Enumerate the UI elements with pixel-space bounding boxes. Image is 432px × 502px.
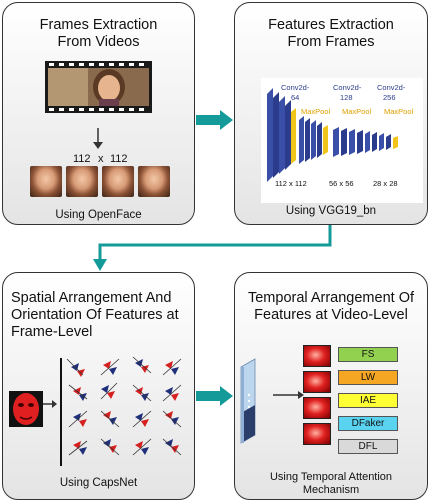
attended-frame-3 <box>303 397 331 419</box>
frames-caption: Using OpenFace <box>55 209 142 221</box>
capsule-vectors <box>66 356 182 456</box>
temporal-attention-block <box>240 358 256 444</box>
conv3-n: 256 <box>383 93 396 102</box>
spatial-arrangement-panel: Spatial Arrangement And Orientation Of F… <box>2 272 195 500</box>
temporal-title-line1: Temporal Arrangement Of <box>247 290 415 306</box>
temporal-arrangement-panel: Temporal Arrangement Of Features at Vide… <box>234 272 428 500</box>
temporal-title-line2: Features at Video-Level <box>254 307 408 323</box>
conv-stage-2 <box>299 116 328 164</box>
maxpool-label-1: MaxPool <box>301 107 331 116</box>
features-extraction-panel: Features Extraction From Frames <box>234 2 428 225</box>
vgg-architecture-diagram: Conv2d- 64 Conv2d- 128 Conv2d- 256 MaxPo… <box>261 78 423 203</box>
frame-size-height: 112 <box>110 153 128 165</box>
face-frame-3 <box>102 166 134 197</box>
dim-label-3: 28 x 28 <box>373 179 398 188</box>
arrow-spatial-to-temporal <box>196 386 233 406</box>
frame-size-width: 112 <box>73 153 91 165</box>
block-to-frames-arrow <box>273 391 304 399</box>
frames-title-line2: From Videos <box>57 34 140 50</box>
attended-frame-4 <box>303 423 331 445</box>
attended-frame-2 <box>303 371 331 393</box>
frames-extraction-panel: Frames Extraction From Videos 112 x 112 … <box>2 2 195 225</box>
dim-label-1: 112 x 112 <box>275 179 307 188</box>
arrow-frames-to-features <box>196 110 233 130</box>
spatial-caption: Using CapsNet <box>59 477 138 489</box>
class-box-iae: IAE <box>338 393 398 408</box>
down-arrow <box>93 128 103 149</box>
conv1-n: 64 <box>291 93 299 102</box>
conv-stage-1 <box>267 88 296 182</box>
class-box-dfl: DFL <box>338 439 398 454</box>
red-face-input <box>9 391 43 427</box>
class-box-fs: FS <box>338 347 398 362</box>
video-film-strip <box>45 61 152 113</box>
conv2-label: Conv2d- <box>333 83 362 92</box>
conv-stage-3 <box>333 127 398 157</box>
spatial-title-line3: Frame-Level <box>11 324 93 340</box>
capsule-divider <box>60 358 62 466</box>
spatial-title-line2: Orientation Of Features at <box>11 307 179 323</box>
input-to-capsnet-arrow <box>43 400 57 408</box>
frames-title-line1: Frames Extraction <box>39 17 158 33</box>
features-title-line1: Features Extraction <box>268 17 394 33</box>
features-title-line2: From Frames <box>287 34 375 50</box>
maxpool-label-3: MaxPool <box>384 107 414 116</box>
face-frame-2 <box>66 166 98 197</box>
dim-label-2: 56 x 56 <box>329 179 354 188</box>
maxpool-label-2: MaxPool <box>342 107 372 116</box>
conv2-n: 128 <box>340 93 353 102</box>
class-box-dfaker: DFaker <box>338 416 398 431</box>
attended-frame-1 <box>303 345 331 367</box>
frame-size-x: x <box>98 153 104 165</box>
arrow-features-to-spatial <box>93 225 332 271</box>
class-box-lw: LW <box>338 370 398 385</box>
conv1-label: Conv2d- <box>281 83 310 92</box>
temporal-caption-line1: Using Temporal Attention <box>269 471 393 483</box>
temporal-caption-line2: Mechanism <box>302 484 360 496</box>
face-frame-4 <box>138 166 170 197</box>
face-frame-1 <box>30 166 62 197</box>
spatial-title-line1: Spatial Arrangement And <box>11 290 172 306</box>
features-caption: Using VGG19_bn <box>285 205 377 217</box>
conv3-label: Conv2d- <box>377 83 406 92</box>
